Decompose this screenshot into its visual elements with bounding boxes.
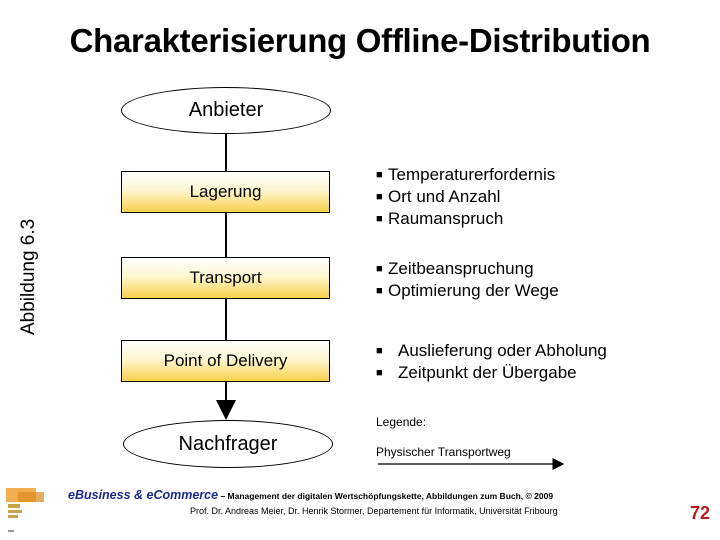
list-item: ■Zeitpunkt der Übergabe — [376, 363, 577, 382]
step-lagerung-label: Lagerung — [189, 182, 262, 201]
bullet-icon: ■ — [376, 191, 383, 203]
bullet-icon: ■ — [376, 285, 383, 297]
book-logo-icon — [4, 486, 52, 536]
node-anbieter-label: Anbieter — [188, 99, 264, 121]
legend-title: Legende: — [376, 415, 427, 429]
list-item: ■Raumanspruch — [376, 209, 504, 228]
bullet-icon: ■ — [376, 345, 383, 357]
footer-book-title: eBusiness & eCommerce — [68, 488, 219, 502]
bullet-icon: ■ — [376, 263, 383, 275]
step-point-of-delivery: Point of Delivery — [121, 340, 330, 382]
bullet-icon: ■ — [376, 169, 383, 181]
footer-authors: Prof. Dr. Andreas Meier, Dr. Henrik Stor… — [190, 506, 558, 516]
list-item: ■Optimierung der Wege — [376, 281, 559, 300]
list-item: ■Ort und Anzahl — [376, 187, 501, 206]
footer-subtitle: – Management der digitalen Wertschöpfung… — [218, 491, 554, 501]
node-anbieter: Anbieter — [121, 87, 331, 134]
page-number: 72 — [690, 503, 711, 523]
step-transport-label: Transport — [189, 268, 262, 287]
list-item: ■Temperaturerfordernis — [376, 165, 556, 184]
step-lagerung: Lagerung — [121, 171, 330, 213]
node-nachfrager: Nachfrager — [123, 420, 333, 468]
bullet-icon: ■ — [376, 213, 383, 225]
node-nachfrager-label: Nachfrager — [178, 432, 278, 455]
step-transport: Transport — [121, 257, 330, 299]
list-item: ■Auslieferung oder Abholung — [376, 341, 607, 360]
page-title: Charakterisierung Offline-Distribution — [69, 22, 651, 59]
bullet-icon: ■ — [376, 367, 383, 379]
delivery-details: ■Auslieferung oder Abholung ■Zeitpunkt d… — [376, 340, 607, 384]
list-item: ■Zeitbeanspruchung — [376, 259, 534, 278]
transport-details: ■Zeitbeanspruchung ■Optimierung der Wege — [376, 258, 559, 302]
legend-item-label: Physischer Transportweg — [376, 445, 511, 459]
lagerung-details: ■Temperaturerfordernis ■Ort und Anzahl ■… — [376, 164, 555, 230]
footer-book-reference: eBusiness & eCommerce – Management der d… — [68, 488, 553, 502]
step-delivery-label: Point of Delivery — [163, 351, 288, 370]
